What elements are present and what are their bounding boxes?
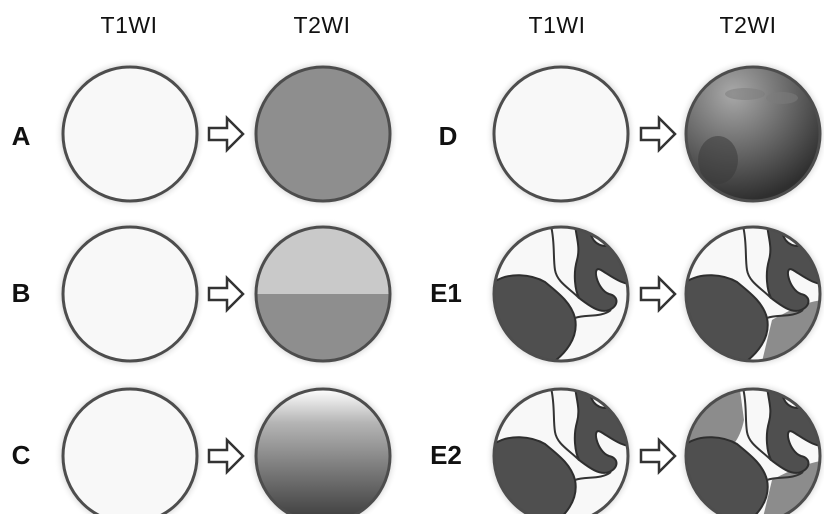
circle-b-t2 (247, 218, 399, 370)
circle-e2-t1 (485, 380, 637, 514)
circle-c-t2 (247, 380, 399, 514)
circle-d-t1 (485, 58, 637, 210)
header-left-t2: T2WI (293, 12, 351, 38)
circle-a-t2 (247, 58, 399, 210)
arrow-d-icon (639, 114, 677, 154)
circle-e2-t2 (677, 380, 824, 514)
arrow-e2-icon (639, 436, 677, 476)
header-right-t1: T1WI (528, 12, 586, 38)
header-right-t2: T2WI (719, 12, 777, 38)
row-label-b: B (11, 278, 31, 308)
circle-d-t2 (677, 58, 824, 210)
arrow-a-icon (207, 114, 245, 154)
arrow-b-icon (207, 274, 245, 314)
circle-c-t1 (54, 380, 206, 514)
arrow-e1-icon (639, 274, 677, 314)
row-label-d: D (438, 121, 458, 151)
circle-b-t1 (54, 218, 206, 370)
row-label-e2: E2 (430, 440, 462, 470)
row-label-c: C (11, 440, 31, 470)
circle-e1-t1 (485, 218, 637, 370)
arrow-c-icon (207, 436, 245, 476)
circle-a-t1 (54, 58, 206, 210)
header-left-t1: T1WI (100, 12, 158, 38)
row-label-a: A (11, 121, 31, 151)
circle-e1-t2 (677, 218, 824, 370)
row-label-e1: E1 (430, 278, 462, 308)
